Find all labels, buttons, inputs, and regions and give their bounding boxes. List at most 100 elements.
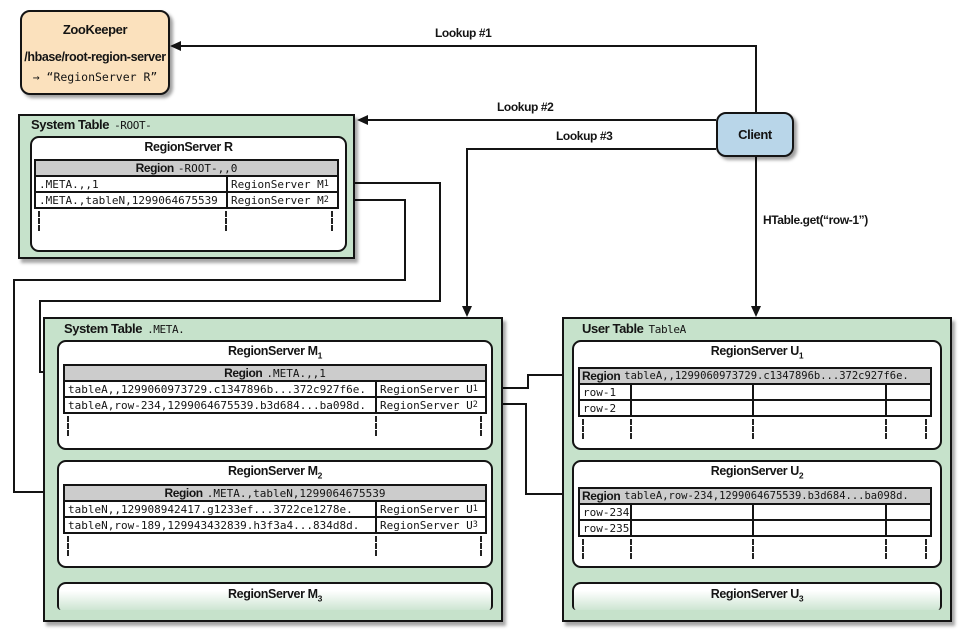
client-box: Client	[716, 112, 794, 157]
root-m2-conn-h1	[339, 199, 406, 201]
table-row: .META.,tableN,1299064675539 RegionServer…	[36, 193, 337, 207]
lookup2-label: Lookup #2	[497, 100, 554, 114]
root-m2-conn-v2	[13, 279, 15, 493]
user-u1-continuation-dash	[630, 419, 632, 439]
user-u1-region-header-label: Region	[582, 369, 621, 383]
user-u2-continuation-dash	[582, 539, 584, 559]
table-row: row-2	[580, 401, 930, 415]
user-u2-continuation-dash	[885, 539, 887, 559]
empty-cell	[632, 401, 754, 415]
meta-u2-conn-h1	[487, 403, 527, 405]
meta-m2-continuation-dash	[375, 536, 377, 556]
regionserver-u3-title: RegionServer U3	[572, 587, 942, 604]
empty-cell	[632, 385, 754, 399]
lookup3-arrowhead-icon	[462, 306, 472, 317]
meta-m1-continuation-dash	[375, 416, 377, 436]
empty-cell	[887, 505, 930, 519]
regionserver-r-title-text: RegionServer R	[144, 140, 233, 154]
meta-m2-continuation-dash	[480, 536, 482, 556]
lookup1-line-h	[181, 45, 757, 47]
meta-m1-region-header-code: .META.,,1	[266, 366, 326, 380]
meta-u2-conn-v1	[525, 403, 527, 495]
meta-m2-continuation-dash	[67, 536, 69, 556]
meta-table-label-text: System Table	[64, 321, 143, 336]
lookup2-arrowhead-icon	[357, 115, 368, 125]
lookup1-arrowhead-icon	[170, 41, 181, 51]
user-u1-continuation-dash	[925, 419, 927, 439]
root-m1-conn-h2	[39, 300, 441, 302]
meta-table-label-code: .META.	[147, 323, 185, 336]
user-u2-continuation-dash	[925, 539, 927, 559]
table-row: tableA,,1299060973729.c1347896b...372c92…	[65, 382, 485, 398]
lookup3-line-v	[466, 148, 468, 306]
regionserver-m3-title-sub: 3	[317, 593, 323, 604]
regionserver-u2-title-text: RegionServer U	[710, 464, 800, 478]
htable-get-line-v	[755, 157, 757, 306]
meta-m1-region-header: Region .META.,,1	[65, 366, 485, 382]
user-u2-region-table: Region tableA,row-234,1299064675539.b3d6…	[578, 487, 932, 537]
regionserver-m3-box	[57, 582, 493, 610]
lookup3-label: Lookup #3	[556, 129, 613, 143]
lookup1-label: Lookup #1	[435, 26, 492, 40]
root-row1-key: .META.,,1	[36, 177, 228, 191]
user-u1-region-header-code: tableA,,1299060973729.c1347896b...372c92…	[624, 370, 909, 382]
meta-m2-region-header: Region .META.,tableN,1299064675539	[65, 486, 485, 502]
table-row: row-235	[580, 521, 930, 535]
root-region-table: Region -ROOT-,,0 .META.,,1 RegionServer …	[34, 159, 339, 209]
user-u2-row2-key: row-235	[580, 521, 632, 535]
empty-cell	[887, 385, 930, 399]
root-m2-conn-h2	[13, 279, 406, 281]
lookup3-line-h	[466, 148, 716, 150]
user-u2-row1-key: row-234	[580, 505, 632, 519]
meta-m2-row1-value-text: RegionServer U	[380, 502, 473, 516]
empty-cell	[887, 401, 930, 415]
user-u2-region-header-code: tableA,row-234,1299064675539.b3d684...ba…	[624, 490, 909, 502]
meta-u1-conn-h2	[527, 374, 567, 376]
regionserver-m1-title: RegionServer M1	[57, 344, 493, 360]
regionserver-u3-title-sub: 3	[798, 593, 804, 604]
meta-m1-continuation-dash	[67, 416, 69, 436]
table-row: row-1	[580, 385, 930, 401]
meta-m2-row1-key: tableN,,129908942417.g1233ef...3722ce127…	[65, 502, 377, 516]
regionserver-u1-title-sub: 1	[798, 350, 804, 361]
empty-cell	[754, 505, 887, 519]
regionserver-u2-title: RegionServer U2	[572, 464, 942, 480]
root-row2-key: .META.,tableN,1299064675539	[36, 193, 228, 207]
user-u1-continuation-dash	[582, 419, 584, 439]
lookup2-line-h	[368, 119, 716, 121]
regionserver-u1-title-text: RegionServer U	[710, 344, 800, 358]
user-u1-region-table: Region tableA,,1299060973729.c1347896b..…	[578, 367, 932, 417]
regionserver-m2-title-text: RegionServer M	[228, 464, 318, 478]
root-m1-conn-h1	[339, 182, 441, 184]
user-u1-continuation-dash	[885, 419, 887, 439]
root-m1-conn-v2	[39, 300, 41, 373]
root-table-label-code: -ROOT-	[114, 119, 152, 132]
zookeeper-znode-path: /hbase/root-region-server	[24, 50, 166, 64]
table-row: tableN,row-189,129943432839.h3f3a4...834…	[65, 518, 485, 532]
user-u1-row1-key: row-1	[580, 385, 632, 399]
meta-m1-region-table: Region .META.,,1 tableA,,1299060973729.c…	[63, 364, 487, 414]
meta-table-label: System Table .META.	[64, 321, 185, 336]
regionserver-r-title: RegionServer R	[30, 140, 347, 154]
meta-m2-region-header-code: .META.,tableN,1299064675539	[206, 486, 386, 500]
meta-m1-row1-value-text: RegionServer U	[380, 382, 473, 396]
meta-m1-row2-value-text: RegionServer U	[380, 398, 473, 412]
empty-cell	[754, 521, 887, 535]
htable-get-label: HTable.get(“row-1”)	[763, 213, 868, 227]
htable-get-arrowhead-icon	[751, 306, 761, 317]
regionserver-m3-title-text: RegionServer M	[228, 587, 318, 601]
regionserver-m2-title-sub: 2	[317, 470, 323, 481]
meta-u1-conn-h1	[487, 387, 529, 389]
root-m1-conn-v1	[439, 182, 441, 302]
user-u2-continuation-dash	[630, 539, 632, 559]
regionserver-m3-title: RegionServer M3	[57, 587, 493, 604]
client-label: Client	[738, 127, 772, 142]
